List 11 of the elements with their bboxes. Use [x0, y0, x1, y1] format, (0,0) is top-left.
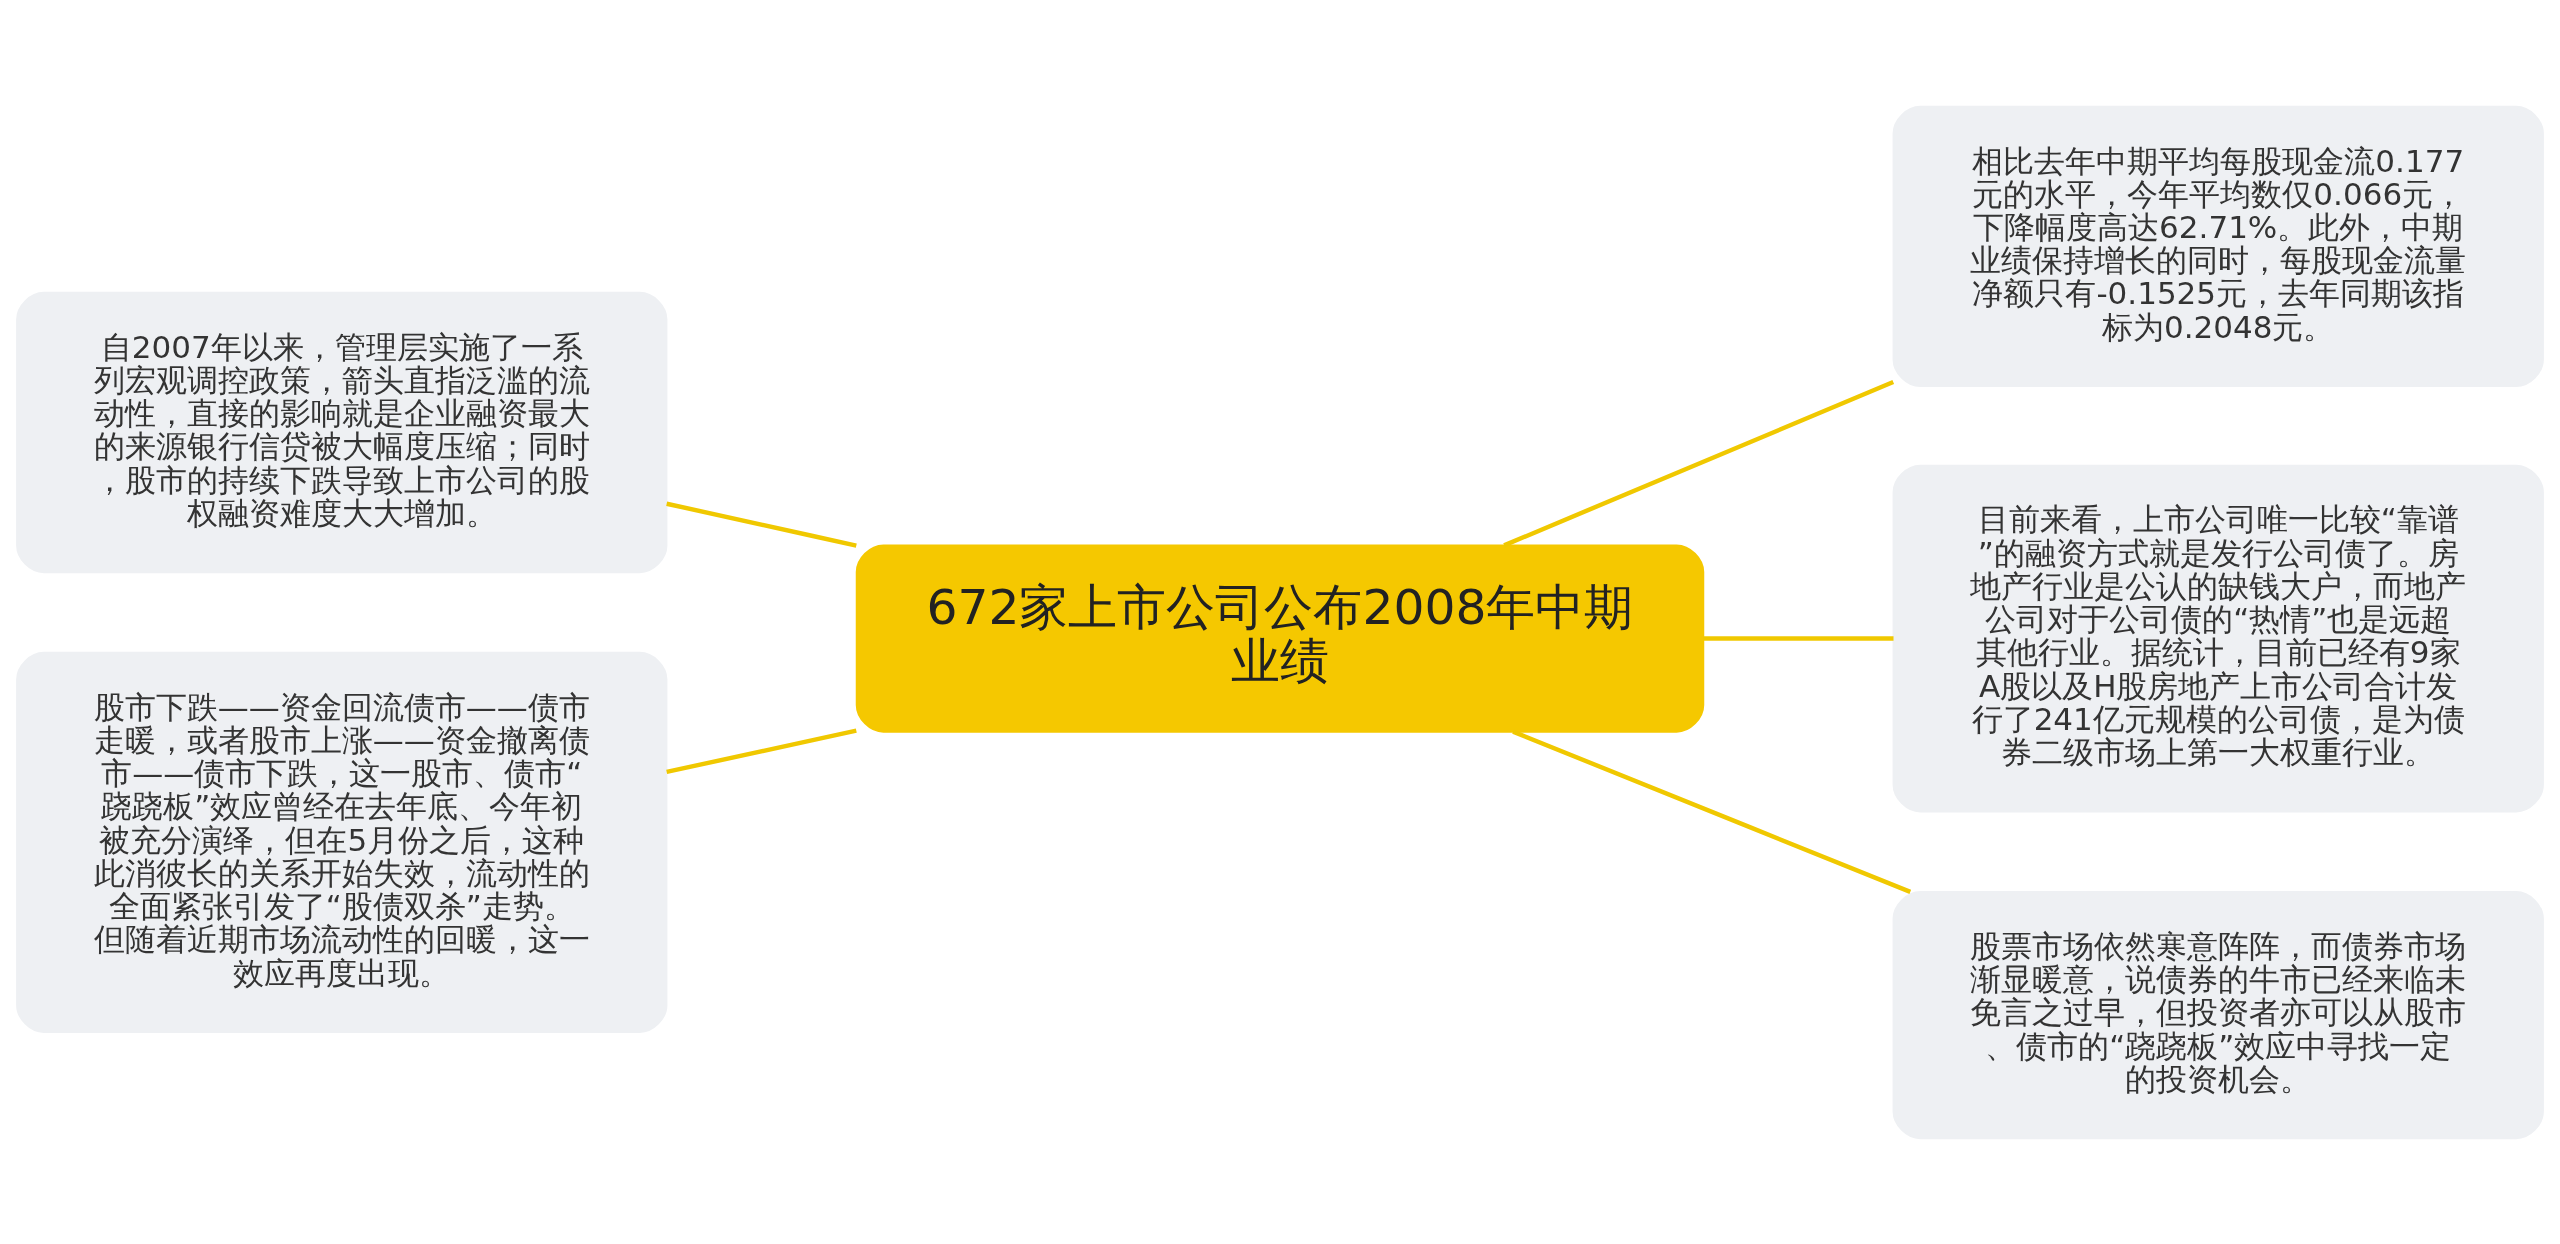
- connector: [1703, 635, 1894, 641]
- node-box: 股票市场依然寒意阵阵，而债券市场渐显暖意，说债券的牛市已经来临未免言之过早，但投资者亦可以从股市、债市的“跷跷板”效应中寻找一定的投资机会。: [1892, 890, 2544, 1139]
- node-box: 自2007年以来，管理层实施了一系列宏观调控政策，箭头直指泛滥的流动性，直接的影响就是企业融资最大的来源银行信贷被大幅度压缩；同时，股市的持续下跌导致上市公司的股权融资难度大大增加。: [16, 291, 668, 573]
- node-box: 股市下跌——资金回流债市——债市走暖，或者股市上涨——资金撤离债市——债市下跌，这一股市、债市“跷跷板”效应曾经在去年底、今年初被充分演绎，但在5月份之后，这种此消彼长的关系开始失效，流动性的全面紧张引发了“股债双杀”走势。但随着近期市场流动性的回暖，这一效应再度出现。: [16, 651, 668, 1033]
- connector: [1512, 729, 1912, 894]
- connector: [1503, 379, 1895, 547]
- node-box: 672家上市公司公布2008年中期业绩: [855, 543, 1705, 733]
- connector: [666, 501, 857, 548]
- connector: [666, 727, 857, 774]
- node-box: 相比去年中期平均每股现金流0.177元的水平，今年平均数仅0.066元，下降幅度高达62.71%。此外，中期业绩保持增长的同时，每股现金流量净额只有-0.1525元，去年同期该指标为0.2048元。: [1892, 105, 2544, 387]
- node-box: 目前来看，上市公司唯一比较“靠谱”的融资方式就是发行公司债了。房地产行业是公认的缺钱大户，而地产公司对于公司债的“热情”也是远超其他行业。据统计，目前已经有9家A股以及H股房地产上市公司合计发行了241亿元规模的公司债，是为债券二级市场上第一大权重行业。: [1892, 464, 2544, 812]
